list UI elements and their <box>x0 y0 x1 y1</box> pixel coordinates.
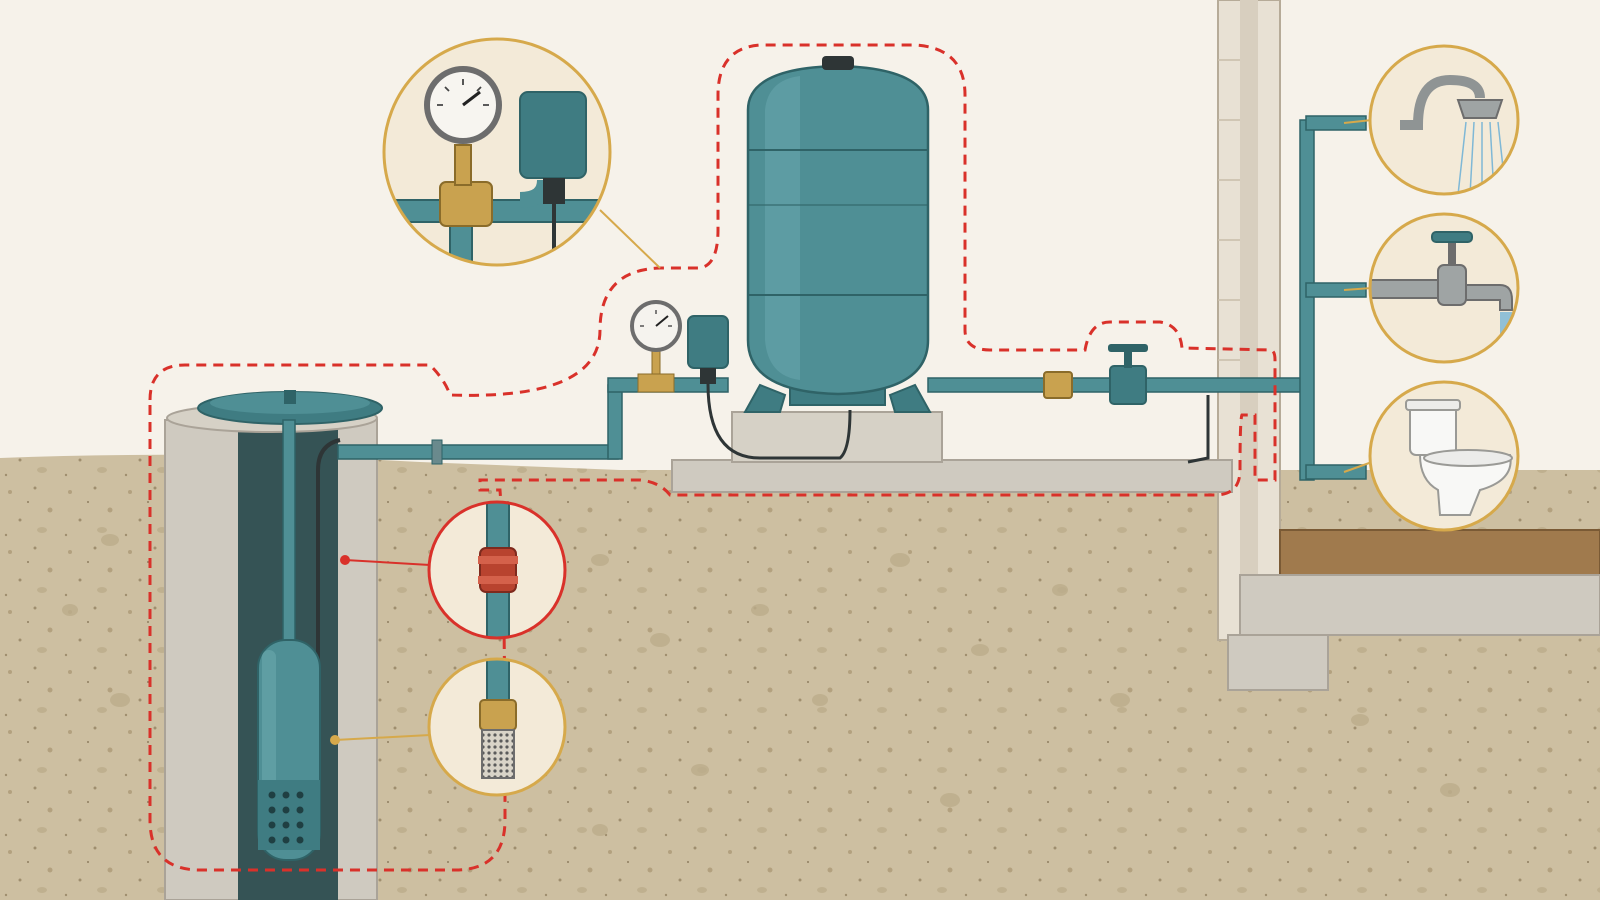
check-valve-leader <box>344 559 431 566</box>
foot-valve-screen-icon <box>479 659 517 779</box>
concrete-slab <box>671 459 1233 493</box>
callout-check-valve <box>427 500 567 640</box>
valve-icon[interactable] <box>1108 344 1148 405</box>
pressure-tank-icon <box>743 56 932 413</box>
foot-valve-marker <box>330 735 340 745</box>
toilet-icon <box>1405 399 1513 516</box>
house-supply-line <box>927 115 1367 481</box>
soil-pebbles <box>62 534 1460 836</box>
callout-leaders <box>334 119 1373 741</box>
gauge-and-switch-icon <box>384 66 610 265</box>
foundation-footing <box>1227 634 1329 691</box>
callout-toilet <box>1368 380 1520 532</box>
pressure-switch-icon <box>687 315 729 384</box>
callout-gauge-switch <box>382 37 612 267</box>
check-valve-marker <box>340 555 350 565</box>
well-cap-icon <box>197 390 383 425</box>
tank-pad <box>731 411 943 463</box>
union-icon <box>1043 371 1073 399</box>
pump-power-cable <box>316 438 341 750</box>
callout-foot-valve <box>427 657 567 797</box>
drop-pipe <box>282 419 296 651</box>
callout-shower <box>1368 44 1520 196</box>
house-wall-section <box>1217 0 1600 691</box>
check-valve-icon <box>478 502 518 638</box>
callout-faucet <box>1368 212 1520 364</box>
submersible-pump-icon <box>257 639 321 861</box>
wood-floor <box>1279 529 1600 576</box>
ground-soil <box>0 454 1600 900</box>
switch-wire <box>706 383 852 460</box>
pressure-gauge-icon <box>630 300 682 393</box>
